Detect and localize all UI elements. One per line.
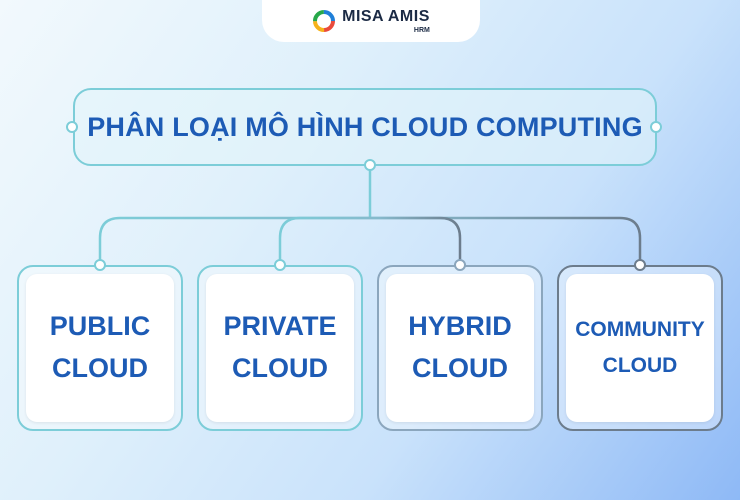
card-label: HYBRID CLOUD	[408, 311, 512, 383]
card-public-cloud: PUBLIC CLOUD	[17, 265, 183, 431]
card-inner: COMMUNITY CLOUD	[566, 274, 714, 422]
title-bottom-dot	[364, 159, 376, 171]
logo: MISA AMIS HRM	[262, 0, 480, 42]
title-left-dot	[66, 121, 78, 133]
card-private-dot	[274, 259, 286, 271]
card-hybrid-dot	[454, 259, 466, 271]
diagram-title: PHÂN LOẠI MÔ HÌNH CLOUD COMPUTING	[87, 111, 643, 142]
title-box: PHÂN LOẠI MÔ HÌNH CLOUD COMPUTING	[73, 88, 657, 166]
card-public-dot	[94, 259, 106, 271]
card-inner: PRIVATE CLOUD	[206, 274, 354, 422]
card-inner: HYBRID CLOUD	[386, 274, 534, 422]
card-label: COMMUNITY CLOUD	[575, 318, 705, 377]
logo-brand: MISA AMIS	[342, 7, 430, 25]
logo-text: MISA AMIS HRM	[342, 7, 430, 34]
card-hybrid-cloud: HYBRID CLOUD	[377, 265, 543, 431]
card-community-dot	[634, 259, 646, 271]
logo-product: HRM	[413, 26, 430, 34]
card-label: PUBLIC CLOUD	[49, 311, 151, 383]
card-private-cloud: PRIVATE CLOUD	[197, 265, 363, 431]
misa-logo-icon	[313, 10, 336, 32]
card-inner: PUBLIC CLOUD	[26, 274, 174, 422]
card-label: PRIVATE CLOUD	[223, 311, 337, 383]
card-community-cloud: COMMUNITY CLOUD	[557, 265, 723, 431]
title-right-dot	[650, 121, 662, 133]
